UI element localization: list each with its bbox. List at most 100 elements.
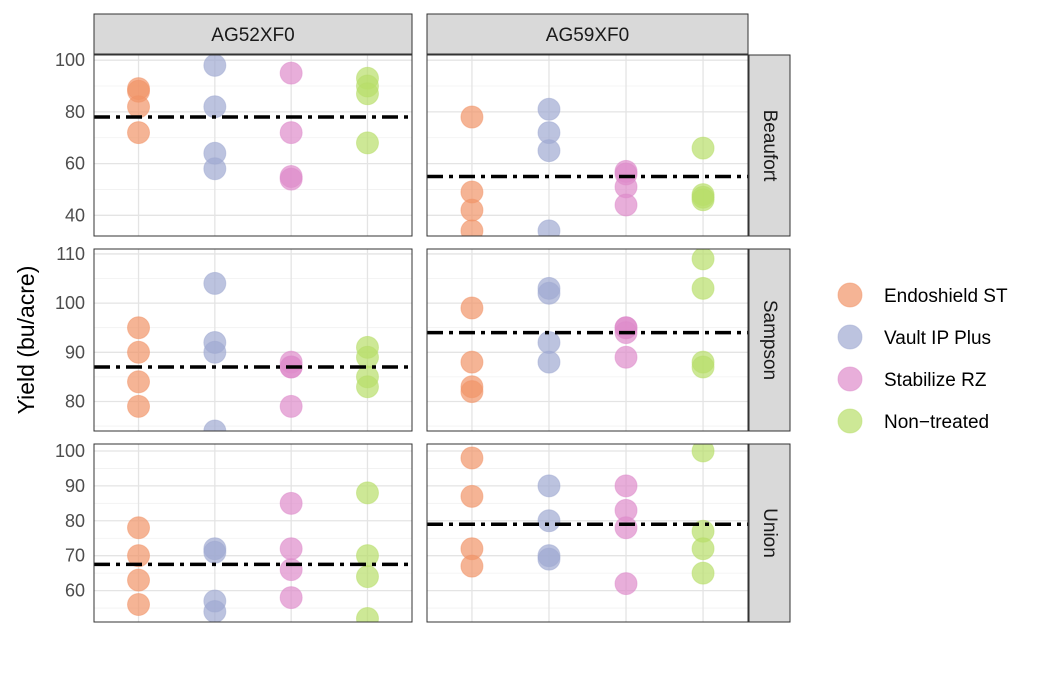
legend-label: Stabilize RZ: [884, 370, 987, 391]
point-vault-ip-plus: [203, 95, 227, 119]
panel-border: [93, 54, 413, 237]
point-endoshield-st: [127, 340, 151, 364]
legend-label: Endoshield ST: [884, 286, 1008, 307]
y-tick-label: 40: [65, 205, 85, 225]
legend-item-non-treated: Non−treated: [837, 408, 989, 434]
y-tick-label: 90: [65, 476, 85, 496]
row-strip-beaufort: Beaufort: [748, 54, 791, 237]
point-non-treated: [355, 345, 379, 369]
panel-background: [427, 249, 748, 431]
point-vault-ip-plus: [537, 281, 561, 305]
legend-label: Vault IP Plus: [884, 328, 991, 349]
panel-border: [93, 443, 413, 623]
point-stabilize-rz: [279, 121, 303, 145]
column-strip-bg: [426, 13, 749, 55]
panel-border: [426, 54, 749, 237]
point-endoshield-st: [460, 554, 484, 578]
point-stabilize-rz: [614, 474, 638, 498]
column-strip-bg: [93, 13, 413, 55]
point-stabilize-rz: [614, 345, 638, 369]
point-endoshield-st: [127, 95, 151, 119]
point-vault-ip-plus: [537, 509, 561, 533]
point-endoshield-st: [460, 484, 484, 508]
point-vault-ip-plus: [537, 219, 561, 236]
panel-ag59xf0-union: [426, 443, 749, 623]
legend-swatch: [837, 408, 863, 434]
point-stabilize-rz: [279, 491, 303, 515]
legend-label: Non−treated: [884, 412, 989, 433]
panel-border: [426, 443, 749, 623]
y-tick-label: 60: [65, 154, 85, 174]
point-endoshield-st: [460, 105, 484, 129]
column-strip-ag52xf0: AG52XF0: [93, 13, 413, 55]
point-endoshield-st: [127, 316, 151, 340]
y-tick-label: 70: [65, 546, 85, 566]
point-non-treated: [691, 136, 715, 160]
point-non-treated: [691, 249, 715, 271]
point-non-treated: [691, 355, 715, 379]
point-vault-ip-plus: [537, 97, 561, 121]
row-strip-label: Union: [759, 508, 780, 558]
point-stabilize-rz: [279, 558, 303, 582]
point-non-treated: [355, 131, 379, 155]
row-strip-bg: [748, 443, 791, 623]
point-stabilize-rz: [614, 572, 638, 596]
point-stabilize-rz: [614, 193, 638, 217]
point-non-treated: [355, 375, 379, 399]
point-stabilize-rz: [279, 61, 303, 85]
y-tick-label: 80: [65, 102, 85, 122]
y-tick-label: 110: [56, 244, 85, 264]
y-axis-title: Yield (bu/acre): [13, 266, 39, 415]
legend-item-endoshield-st: Endoshield ST: [837, 282, 1008, 308]
panel-ag52xf0-union: [93, 443, 413, 623]
point-non-treated: [355, 82, 379, 106]
point-non-treated: [691, 276, 715, 300]
point-stabilize-rz: [279, 537, 303, 561]
point-non-treated: [691, 537, 715, 561]
y-tick-label: 90: [65, 342, 85, 362]
point-stabilize-rz: [279, 586, 303, 610]
y-tick-label: 100: [55, 293, 85, 313]
point-endoshield-st: [127, 544, 151, 568]
row-strip-label: Sampson: [759, 300, 780, 380]
panel-border: [426, 248, 749, 432]
point-vault-ip-plus: [537, 474, 561, 498]
point-endoshield-st: [460, 350, 484, 374]
point-endoshield-st: [127, 568, 151, 592]
point-endoshield-st: [460, 219, 484, 236]
column-strip-ag59xf0: AG59XF0: [426, 13, 749, 55]
point-vault-ip-plus: [203, 157, 227, 181]
point-endoshield-st: [127, 370, 151, 394]
legend-item-vault-ip-plus: Vault IP Plus: [837, 324, 991, 350]
legend-item-stabilize-rz: Stabilize RZ: [837, 366, 987, 392]
point-endoshield-st: [127, 593, 151, 617]
y-tick-label: 80: [65, 511, 85, 531]
panel-ag52xf0-beaufort: [93, 54, 413, 237]
column-strip-label: AG52XF0: [211, 25, 294, 46]
row-strip-label: Beaufort: [759, 110, 780, 183]
point-vault-ip-plus: [203, 55, 227, 77]
row-strip-bg: [748, 54, 791, 237]
point-vault-ip-plus: [203, 271, 227, 295]
point-non-treated: [691, 188, 715, 212]
point-non-treated: [691, 444, 715, 463]
point-stabilize-rz: [279, 167, 303, 191]
y-tick-label: 100: [55, 441, 85, 461]
legend-swatch: [837, 282, 863, 308]
point-non-treated: [355, 481, 379, 505]
point-non-treated: [355, 607, 379, 622]
panel-ag59xf0-beaufort: [426, 54, 749, 237]
point-stabilize-rz: [614, 516, 638, 540]
row-strip-sampson: Sampson: [748, 248, 791, 432]
point-vault-ip-plus: [537, 139, 561, 163]
point-vault-ip-plus: [203, 600, 227, 622]
point-endoshield-st: [127, 121, 151, 145]
panel-ag52xf0-sampson: [93, 248, 413, 432]
legend-swatch: [837, 366, 863, 392]
point-endoshield-st: [460, 446, 484, 470]
row-strip-union: Union: [748, 443, 791, 623]
point-vault-ip-plus: [537, 350, 561, 374]
